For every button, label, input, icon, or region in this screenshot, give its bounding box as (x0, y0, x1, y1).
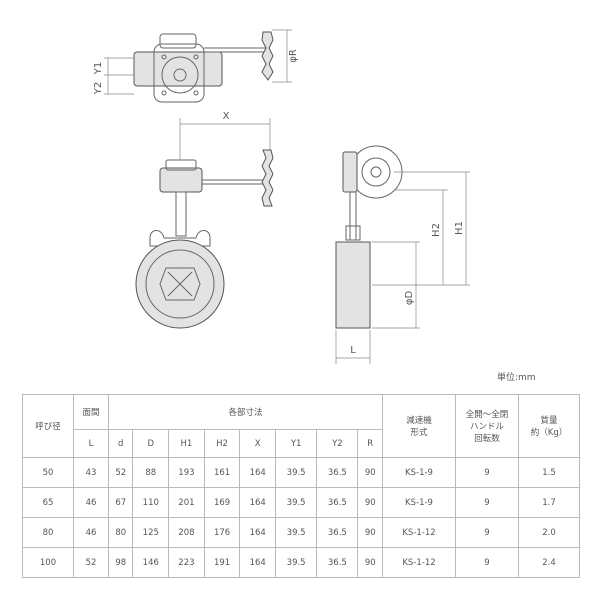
table-cell: 36.5 (316, 517, 359, 548)
table-cell: 169 (203, 487, 241, 518)
table-cell: 52 (107, 457, 134, 488)
table-cell: 39.5 (275, 517, 318, 548)
table-cell: 110 (132, 487, 170, 518)
table-cell: 208 (168, 517, 205, 548)
table-cell: 176 (203, 517, 241, 548)
table-cell: 223 (168, 547, 205, 578)
table-cell: 164 (239, 547, 277, 578)
header-face-to-face: 面間 (73, 394, 109, 430)
table-cell: 52 (73, 547, 109, 578)
table-cell: 125 (132, 517, 170, 548)
gearbox-cover (153, 43, 205, 103)
table-cell: 98 (107, 547, 134, 578)
sub-header-cell: H2 (203, 429, 241, 458)
table-cell: 43 (73, 457, 109, 488)
table-cell: 36.5 (316, 457, 359, 488)
gearbox-cap (159, 33, 197, 49)
table-cell: KS-1-12 (382, 547, 456, 578)
header-nominal: 呼び径 (22, 394, 74, 458)
table-cell: 46 (73, 517, 109, 548)
table-cell: 100 (22, 547, 74, 578)
unit-note: 単位:mm (497, 373, 536, 383)
label-y2: Y2 (93, 82, 104, 95)
table-cell: 2.0 (518, 517, 580, 548)
header-turns: 全開〜全閉 ハンドル 回転数 (455, 394, 519, 458)
table-cell: 201 (168, 487, 205, 518)
gear-center (173, 68, 187, 82)
table-cell: 90 (357, 517, 383, 548)
table-cell: 88 (132, 457, 170, 488)
table-cell: 90 (357, 547, 383, 578)
gear-circle (161, 56, 199, 94)
table-cell: KS-1-9 (382, 457, 456, 488)
front-view: X (135, 111, 274, 329)
sub-header-cell: L (73, 429, 109, 458)
table-cell: 36.5 (316, 487, 359, 518)
header-dimensions: 各部寸法 (108, 394, 383, 430)
sub-header-cell: Y1 (275, 429, 318, 458)
header-weight: 質量 約（Kg） (518, 394, 580, 458)
sub-header-cell: Y2 (316, 429, 359, 458)
side-body (335, 241, 371, 329)
table-cell: 9 (455, 517, 519, 548)
table-cell: 90 (357, 487, 383, 518)
mounting-ears (149, 230, 211, 247)
sub-header-cell: X (239, 429, 277, 458)
table-cell: KS-1-9 (382, 487, 456, 518)
table-cell: 80 (107, 517, 134, 548)
table-cell: 65 (22, 487, 74, 518)
table-cell: 67 (107, 487, 134, 518)
disc (159, 267, 201, 301)
table-cell: 164 (239, 487, 277, 518)
label-y1: Y1 (93, 62, 104, 75)
table-cell: 9 (455, 547, 519, 578)
table-cell: 1.7 (518, 487, 580, 518)
label-h2: H2 (431, 223, 442, 237)
valve-drawing: φR Y1 Y2 X (93, 29, 470, 364)
table-cell: 9 (455, 457, 519, 488)
spec-table: 呼び径 面間 各部寸法 減速機 形式 全開〜全閉 ハンドル 回転数 質量 約（K… (22, 394, 580, 578)
table-cell: 39.5 (275, 547, 318, 578)
sub-header-cell: R (357, 429, 383, 458)
sub-header-cell: d (107, 429, 134, 458)
table-cell: 90 (357, 457, 383, 488)
gearbox-front (159, 167, 203, 193)
label-phi-r: φR (288, 49, 299, 63)
table-cell: 191 (203, 547, 241, 578)
label-phi-d: φD (404, 291, 415, 306)
table-cell: 164 (239, 457, 277, 488)
side-view: H1 H2 φD L (335, 145, 470, 364)
table-cell: KS-1-12 (382, 517, 456, 548)
table-cell: 2.4 (518, 547, 580, 578)
table-cell: 193 (168, 457, 205, 488)
handwheel-front (261, 149, 274, 207)
table-cell: 1.5 (518, 457, 580, 488)
label-h1: H1 (454, 221, 465, 235)
table-cell: 161 (203, 457, 241, 488)
sub-header-cell: D (132, 429, 170, 458)
table-cell: 39.5 (275, 487, 318, 518)
top-view: φR Y1 Y2 (93, 29, 299, 103)
label-x: X (223, 111, 230, 122)
handwheel-top (261, 31, 274, 81)
table-cell: 46 (73, 487, 109, 518)
table-cell: 146 (132, 547, 170, 578)
stem (175, 191, 187, 237)
label-l: L (350, 345, 356, 356)
header-reducer: 減速機 形式 (382, 394, 456, 458)
table-cell: 164 (239, 517, 277, 548)
table-cell: 9 (455, 487, 519, 518)
sub-header-cell: H1 (168, 429, 205, 458)
table-cell: 39.5 (275, 457, 318, 488)
table-cell: 36.5 (316, 547, 359, 578)
table-cell: 50 (22, 457, 74, 488)
table-cell: 80 (22, 517, 74, 548)
